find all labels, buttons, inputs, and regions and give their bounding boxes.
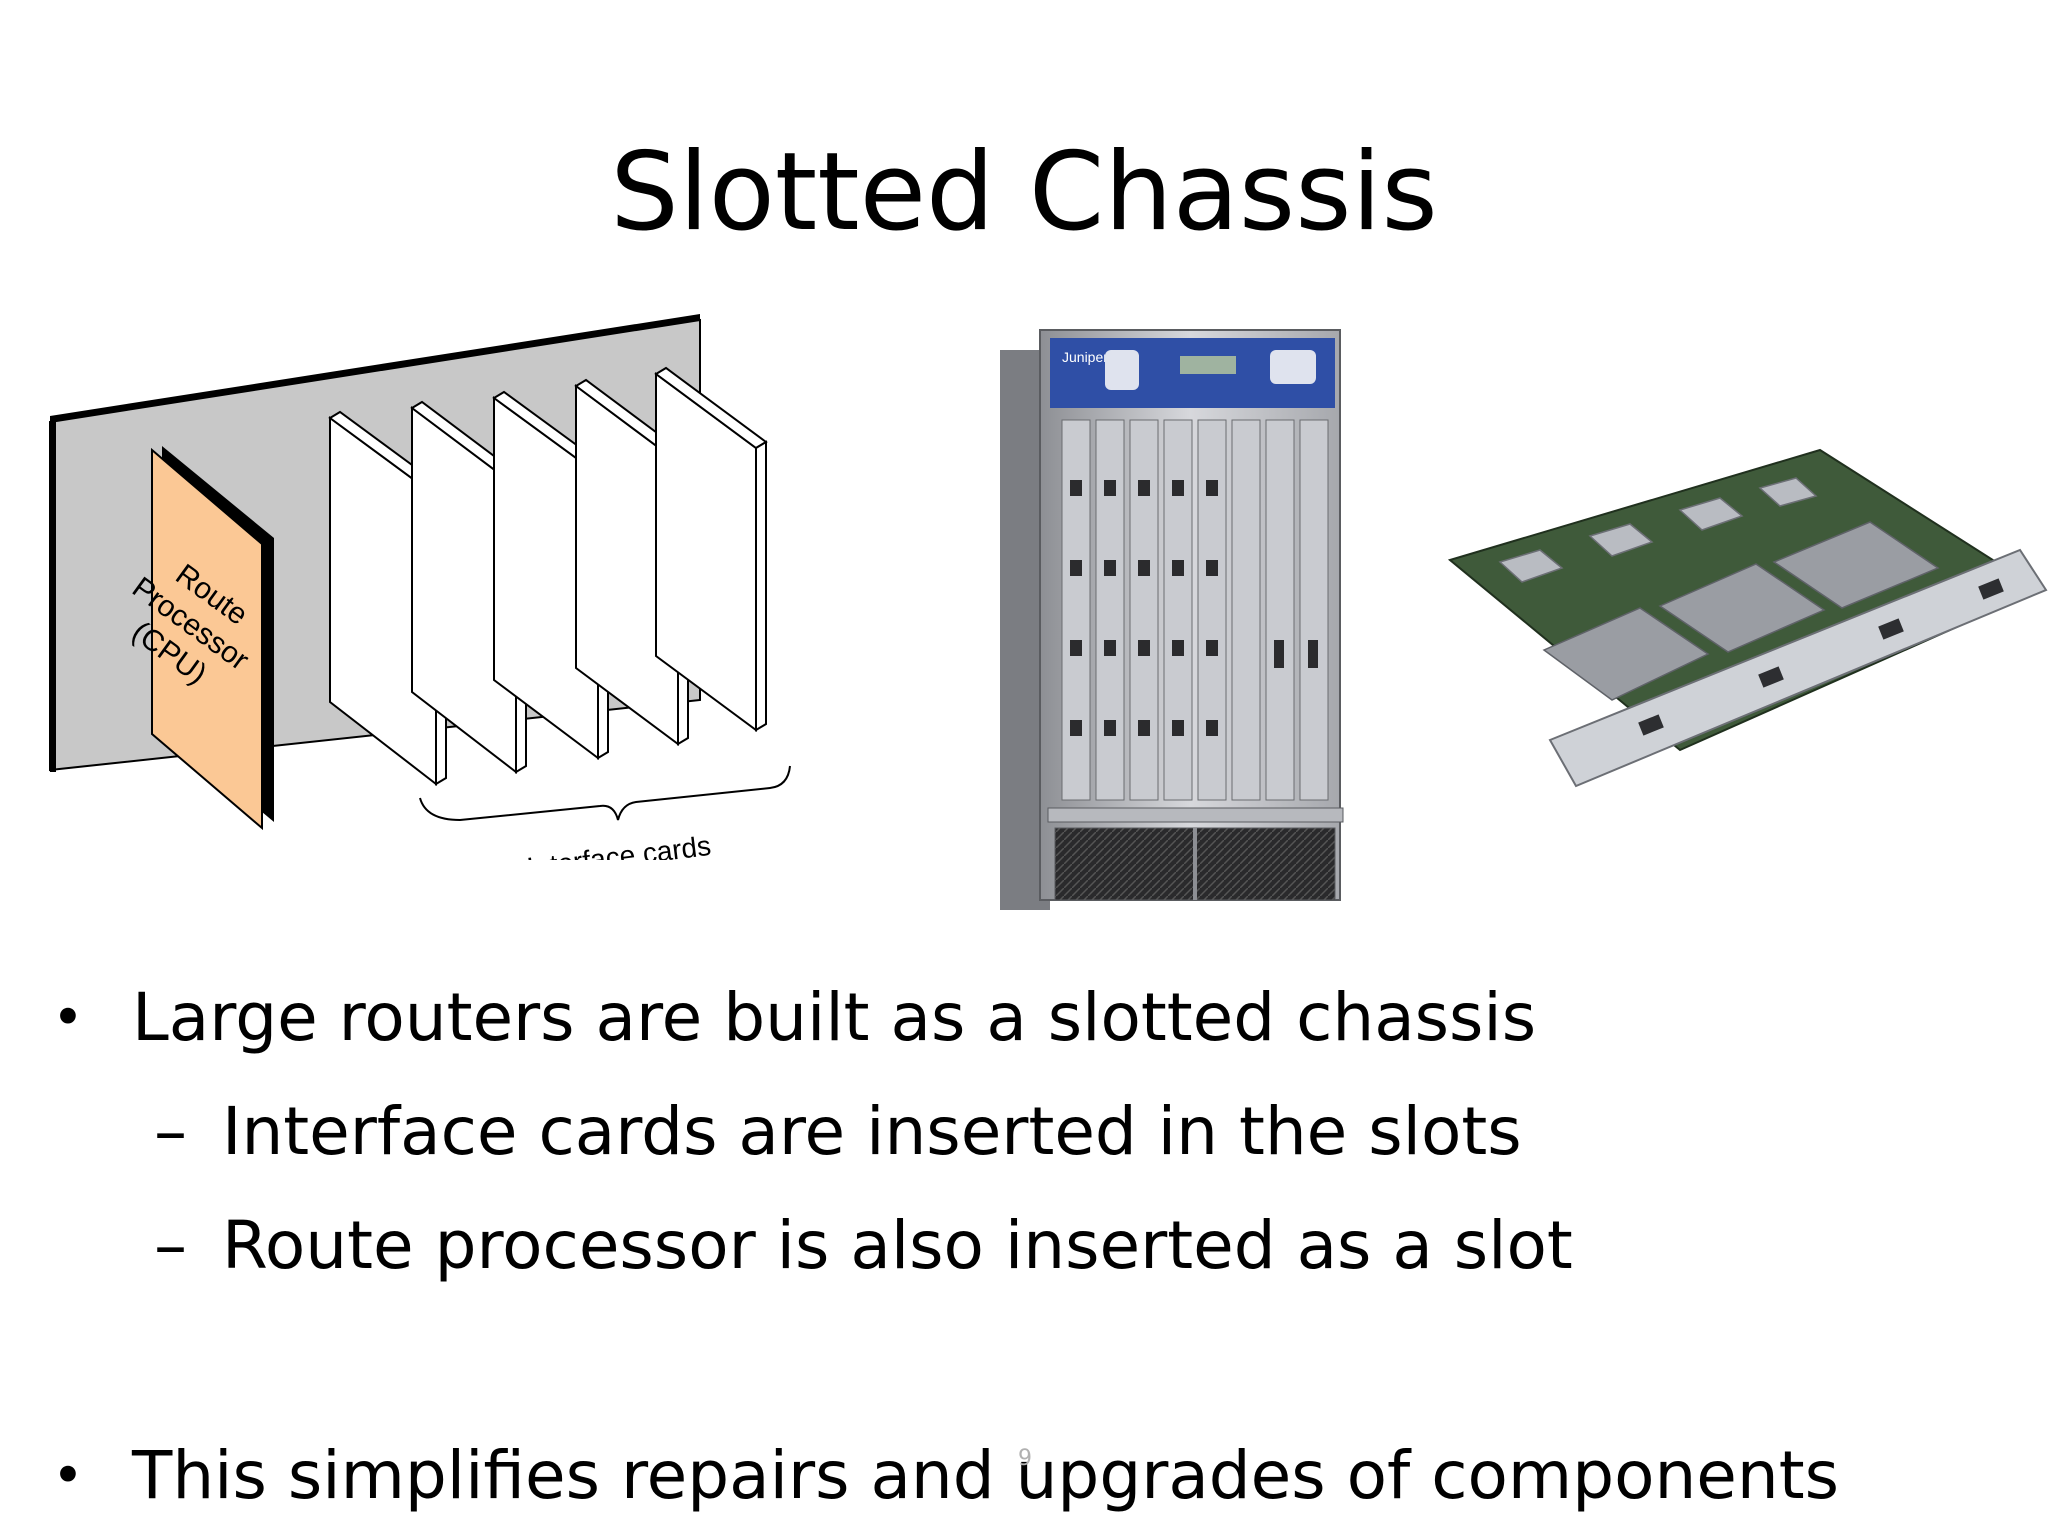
slotted-chassis-diagram: Route Processor (CPU) [49,314,791,860]
bullet-glyph: • [52,986,84,1049]
bullet-text: Large routers are built as a slotted cha… [132,979,1537,1056]
line-card-faceplate [1548,548,2048,788]
bullet-glyph: • [52,1444,84,1507]
interface-card-5 [654,366,768,732]
sub-bullet-glyph: – [154,1093,187,1170]
route-processor-card [151,447,263,831]
sub-bullet-glyph: – [154,1207,187,1284]
slide-title: Slotted Chassis [610,130,1438,255]
bullet-text: This simplifies repairs and upgrades of … [132,1437,1840,1514]
slide-number: 9 [1018,1446,1032,1471]
backplane-left-edge [50,422,56,772]
backplane-top-edge [50,314,700,422]
interface-cards-label: Interface cards [525,830,713,860]
chassis-brand-text: Juniper [1062,349,1108,365]
line-card-image [1447,448,2048,788]
router-chassis-image: Juniper [1000,329,1344,910]
sub-bullet-text: Interface cards are inserted in the slot… [222,1093,1522,1170]
sub-bullet-text: Route processor is also inserted as a sl… [222,1207,1573,1284]
interface-cards-brace [419,765,791,822]
